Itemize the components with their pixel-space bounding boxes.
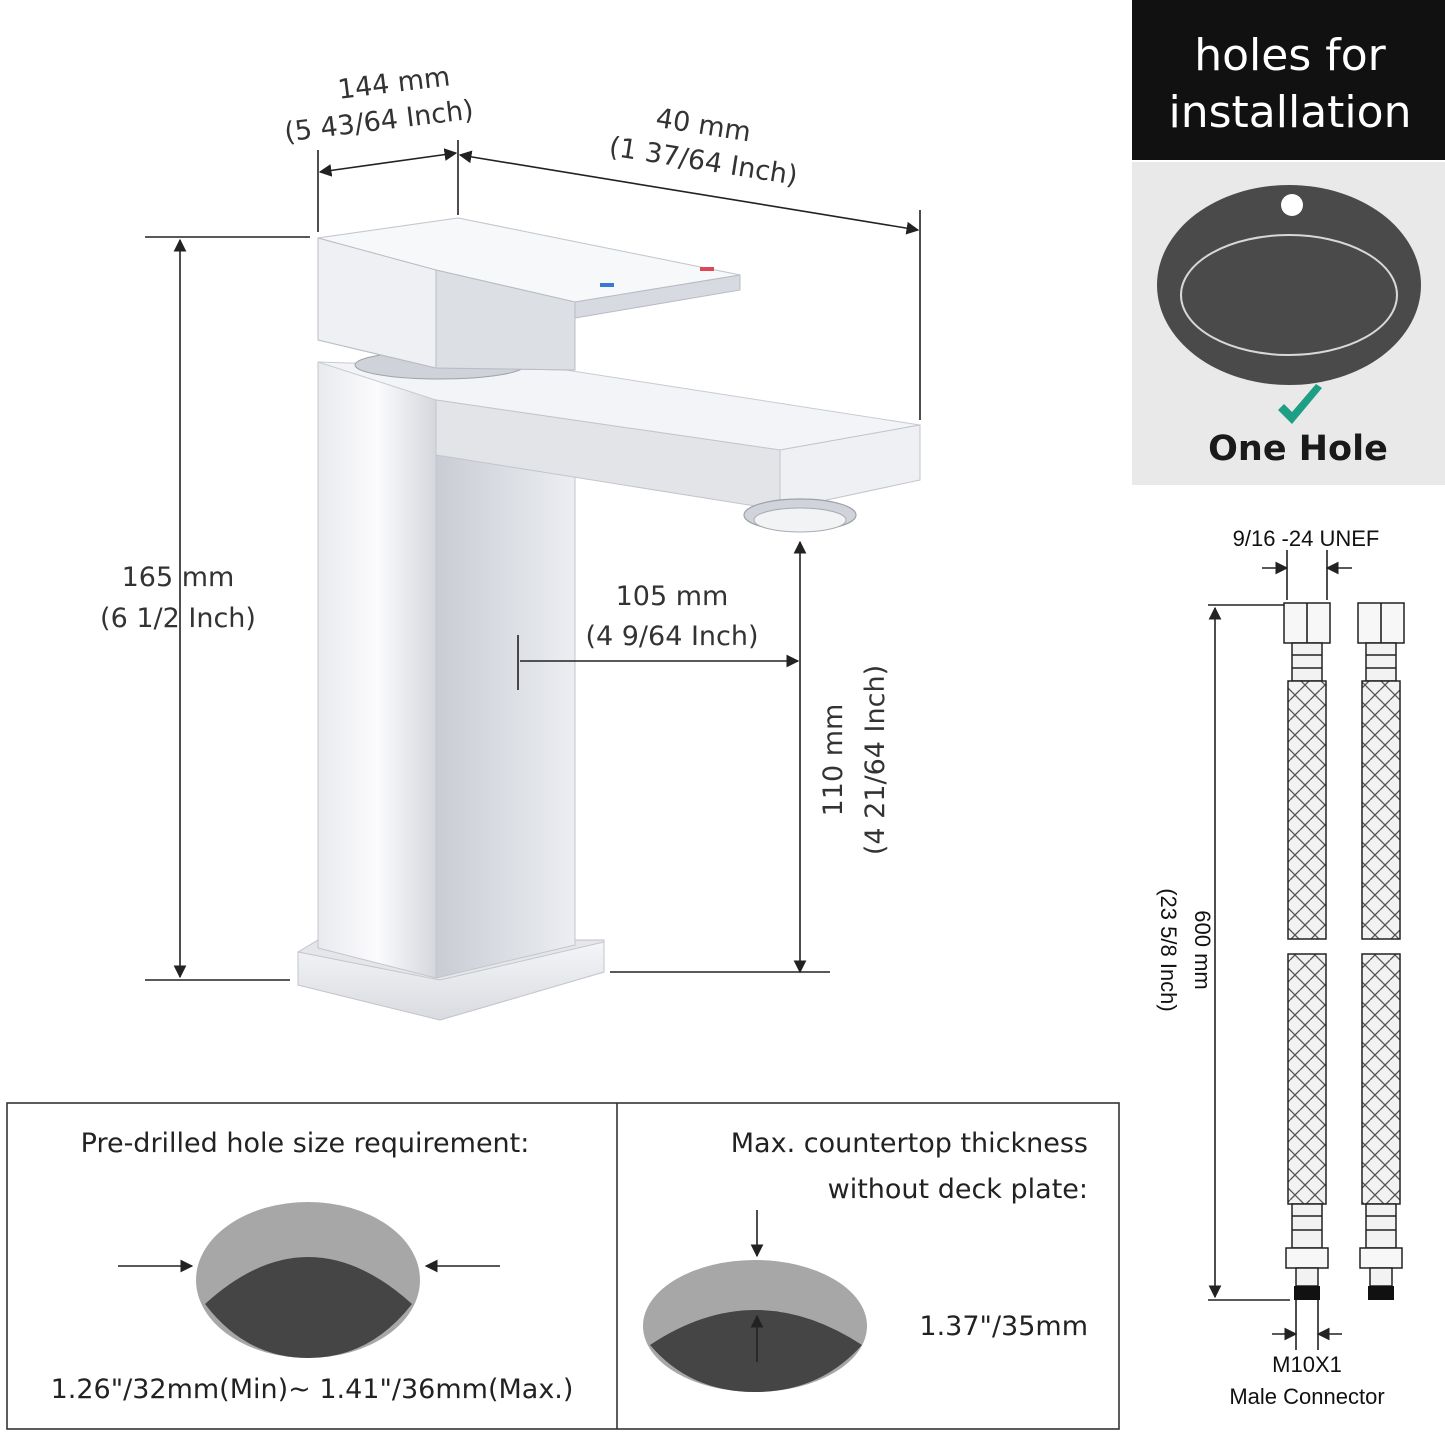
installation-title-line1: holes for <box>1194 30 1386 81</box>
connector-size-label: M10X1 <box>1272 1352 1342 1377</box>
width-dim-inch-label: (5 43/64 Inch) <box>283 95 476 149</box>
hot-indicator <box>700 267 714 271</box>
cold-indicator <box>600 283 614 287</box>
height-dim-inch-label: (6 1/2 Inch) <box>100 603 256 634</box>
hose-length-label: 600 mm <box>1190 910 1215 989</box>
thickness-title-line1: Max. countertop thickness <box>731 1128 1088 1159</box>
hole-size-title: Pre-drilled hole size requirement: <box>81 1128 530 1159</box>
faucet-hole-icon <box>1281 194 1303 216</box>
thread-size-label: 9/16 -24 UNEF <box>1233 526 1380 551</box>
hoses-illustration <box>1208 550 1405 1350</box>
height-dim-label: 165 mm <box>122 562 235 593</box>
thickness-value: 1.37"/35mm <box>919 1311 1088 1342</box>
hose-right <box>1357 602 1405 1300</box>
faucet-illustration <box>297 217 921 1021</box>
installation-header <box>1132 0 1445 160</box>
connector-type-label: Male Connector <box>1229 1384 1384 1409</box>
thickness-illustration <box>643 1210 867 1392</box>
hose-length-inch-label: (23 5/8 Inch) <box>1156 888 1181 1012</box>
installation-panel: holes for installation One Hole <box>1132 0 1445 485</box>
sink-basin-icon <box>1157 185 1421 385</box>
thickness-title-line2: without deck plate: <box>828 1174 1088 1205</box>
one-hole-label: One Hole <box>1208 429 1388 469</box>
check-icon <box>1278 384 1322 424</box>
reach-dim-label: 105 mm <box>616 581 729 612</box>
installation-title-line2: installation <box>1169 87 1412 138</box>
faucet-dimension-lines <box>145 140 921 981</box>
reach-dim-inch-label: (4 9/64 Inch) <box>585 621 758 652</box>
spout-height-dim-inch-label: (4 21/64 Inch) <box>860 665 891 855</box>
hose-left <box>1283 602 1331 1300</box>
requirements-box <box>6 1102 1120 1430</box>
spout-height-dim-label: 110 mm <box>818 704 849 817</box>
hole-size-illustration <box>118 1202 500 1358</box>
hole-size-value: 1.26"/32mm(Min)~ 1.41"/36mm(Max.) <box>51 1374 574 1405</box>
